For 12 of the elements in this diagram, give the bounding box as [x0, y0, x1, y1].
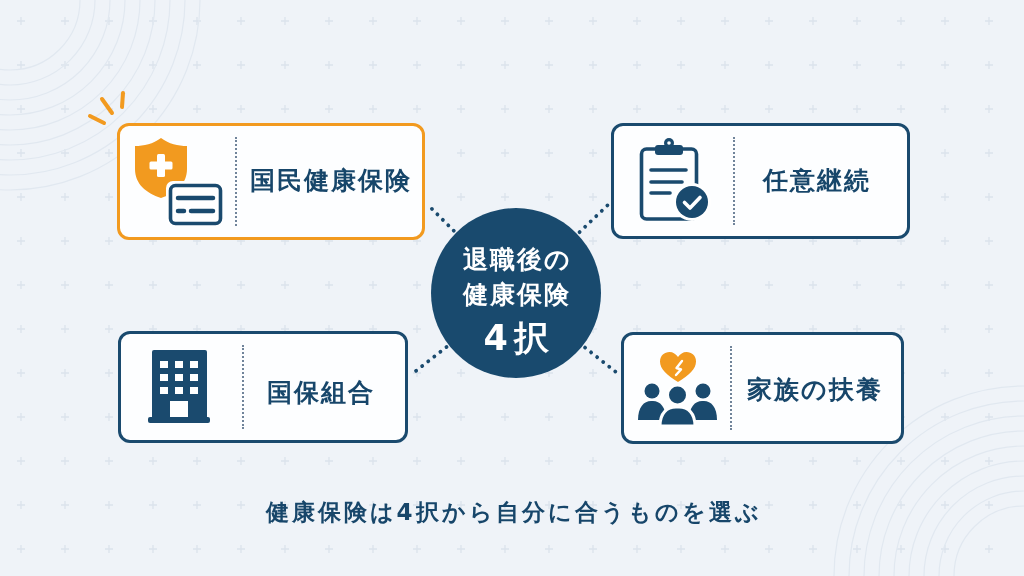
- option-label: 国民健康保険: [250, 166, 412, 196]
- option-label: 任意継続: [763, 166, 871, 196]
- option-card: [611, 123, 910, 239]
- heading-text: 退職後の健康保険: [461, 244, 572, 311]
- option-card: [621, 332, 904, 444]
- caption-text: 健康保険は4択から自分に合うものを選ぶ: [264, 498, 762, 527]
- count-text: 4択: [482, 318, 555, 358]
- option-card: [118, 331, 408, 443]
- dotted-line: [577, 202, 611, 235]
- option-label: 家族の扶養: [747, 375, 883, 405]
- option-card: [117, 123, 425, 240]
- option-label: 国保組合: [267, 378, 375, 408]
